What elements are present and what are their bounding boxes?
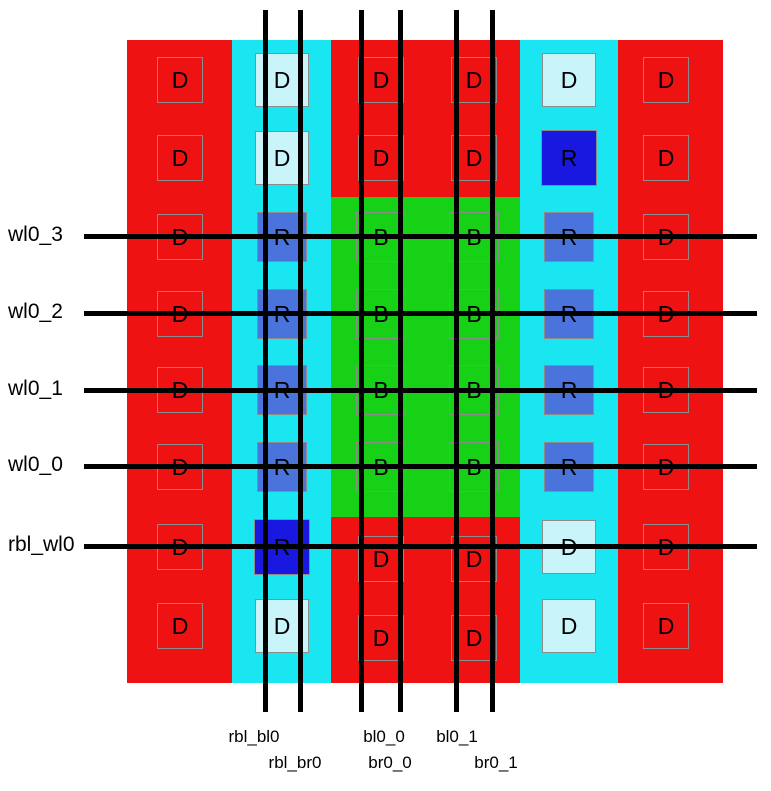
cell-d-r1c3: D xyxy=(451,135,497,181)
bitline-rbl_br0 xyxy=(297,10,303,712)
bitline-br0_1 xyxy=(489,10,495,712)
cell-d-r1c2: D xyxy=(358,135,404,181)
wordline-label-wl0_1: wl0_1 xyxy=(8,377,63,400)
cell-letter: R xyxy=(560,144,578,171)
wordline-label-rbl_wl0: rbl_wl0 xyxy=(8,533,75,556)
bitline-bl0_1 xyxy=(453,10,459,712)
cell-d-r0c3: D xyxy=(451,57,497,103)
cell-letter: D xyxy=(372,624,390,651)
wordline-label-wl0_3: wl0_3 xyxy=(8,223,63,246)
cell-letter: D xyxy=(372,66,390,93)
cell-d-r0c5: D xyxy=(643,57,689,103)
cell-letter: D xyxy=(657,144,675,171)
cell-letter: D xyxy=(171,144,189,171)
cell-d-r1c0: D xyxy=(157,135,203,181)
cell-letter: D xyxy=(465,66,483,93)
cell-letter: D xyxy=(273,144,291,171)
cell-letter: D xyxy=(657,66,675,93)
cell-d-r0c4: D xyxy=(542,53,596,107)
cell-letter: D xyxy=(273,66,291,93)
bitline-label-bl0_1: bl0_1 xyxy=(436,727,478,746)
cell-letter: D xyxy=(372,144,390,171)
wordline-wl0_2 xyxy=(84,310,757,316)
cell-d-r7c0: D xyxy=(157,603,203,649)
bitline-br0_0 xyxy=(397,10,403,712)
cell-d-r0c2: D xyxy=(358,57,404,103)
cell-letter: D xyxy=(171,612,189,639)
bitline-label-rbl_br0: rbl_br0 xyxy=(268,753,322,772)
wordline-wl0_0 xyxy=(84,463,757,469)
cell-d-r0c0: D xyxy=(157,57,203,103)
cell-d-r7c2: D xyxy=(358,615,404,661)
cell-d-r7c5: D xyxy=(643,603,689,649)
wordline-wl0_3 xyxy=(84,233,757,239)
wordline-rbl_wl0 xyxy=(84,543,757,549)
cell-letter: D xyxy=(171,66,189,93)
cell-letter: D xyxy=(560,612,578,639)
bitline-label-rbl_bl0: rbl_bl0 xyxy=(228,727,280,746)
bitline-bl0_0 xyxy=(358,10,364,712)
wordline-label-wl0_2: wl0_2 xyxy=(8,300,63,323)
cell-letter: D xyxy=(465,144,483,171)
cell-letter: D xyxy=(465,545,483,572)
cell-letter: D xyxy=(560,66,578,93)
cell-letter: D xyxy=(657,612,675,639)
bitline-label-br0_1: br0_1 xyxy=(474,753,518,772)
cell-d-r7c3: D xyxy=(451,615,497,661)
wordline-label-wl0_0: wl0_0 xyxy=(8,453,63,476)
cell-letter: D xyxy=(465,624,483,651)
cell-letter: D xyxy=(273,612,291,639)
cell-letter: D xyxy=(372,545,390,572)
bitline-rbl_bl0 xyxy=(262,10,268,712)
cell-d-r1c5: D xyxy=(643,135,689,181)
bitline-label-bl0_0: bl0_0 xyxy=(363,727,405,746)
cell-r-r1c4: R xyxy=(541,130,597,186)
cell-d-r7c4: D xyxy=(542,599,596,653)
wordline-wl0_1 xyxy=(84,387,757,393)
bitline-label-br0_0: br0_0 xyxy=(368,753,412,772)
